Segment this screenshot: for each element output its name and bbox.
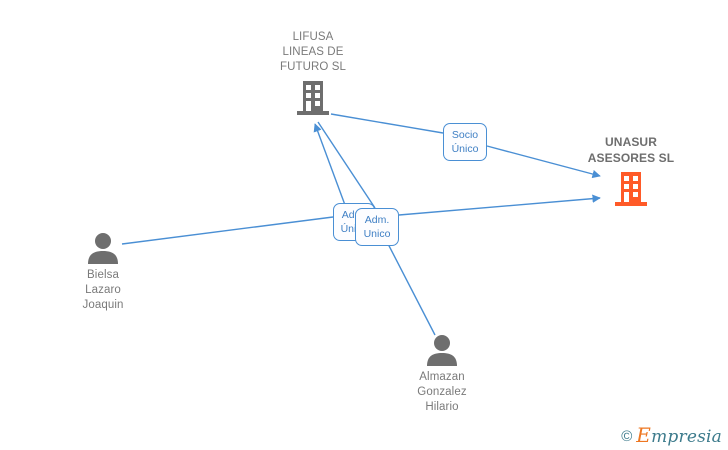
edge-adm-to-unasur	[398, 194, 601, 216]
adm-unico-front-line-2: Unico	[363, 228, 391, 240]
socio-unico-line-2: Único	[451, 143, 479, 155]
node-bielsa-label: Bielsa Lazaro Joaquin	[82, 269, 124, 311]
empresia-watermark: © Empresia	[621, 423, 722, 447]
edge-label-socio-unico[interactable]: Socio Único	[443, 123, 487, 161]
node-lifusa[interactable]: LIFUSA LINEAS DE FUTURO SL	[243, 30, 383, 119]
copyright-icon: ©	[621, 427, 633, 445]
edge-bielsa-to-adm	[121, 216, 334, 245]
edge-socio-to-unasur	[486, 145, 601, 179]
building-icon	[297, 81, 329, 115]
adm-unico-front-line-1: Adm.	[364, 214, 390, 226]
node-unasur-label: UNASUR ASESORES SL	[587, 135, 675, 165]
node-almazan-icon-wrap	[372, 334, 512, 366]
node-bielsa[interactable]: Bielsa Lazaro Joaquin	[33, 232, 173, 313]
node-almazan-label: Almazan Gonzalez Hilario	[417, 371, 467, 413]
edge-lifusa-to-socio	[330, 113, 444, 134]
edge-adm-to-lifusa	[313, 123, 346, 206]
building-icon	[615, 172, 647, 206]
node-unasur-icon-wrap	[561, 170, 701, 210]
node-unasur[interactable]: UNASUR ASESORES SL	[561, 134, 701, 210]
empresia-brand-rest: mpresia	[651, 427, 722, 447]
person-icon	[88, 233, 118, 264]
node-almazan[interactable]: Almazan Gonzalez Hilario	[372, 334, 512, 415]
empresia-brand-initial: E	[636, 423, 652, 447]
empresia-brand: Empresia	[636, 423, 722, 447]
node-lifusa-icon-wrap	[243, 79, 383, 119]
edge-label-adm-unico-front[interactable]: Adm. Unico	[355, 208, 399, 246]
person-icon	[427, 335, 457, 366]
node-lifusa-label: LIFUSA LINEAS DE FUTURO SL	[279, 31, 347, 73]
node-bielsa-icon-wrap	[33, 232, 173, 264]
edge-lifusa-to-adm	[317, 121, 376, 209]
edge-almazan-to-adm	[384, 237, 436, 336]
socio-unico-line-1: Socio	[451, 129, 479, 141]
